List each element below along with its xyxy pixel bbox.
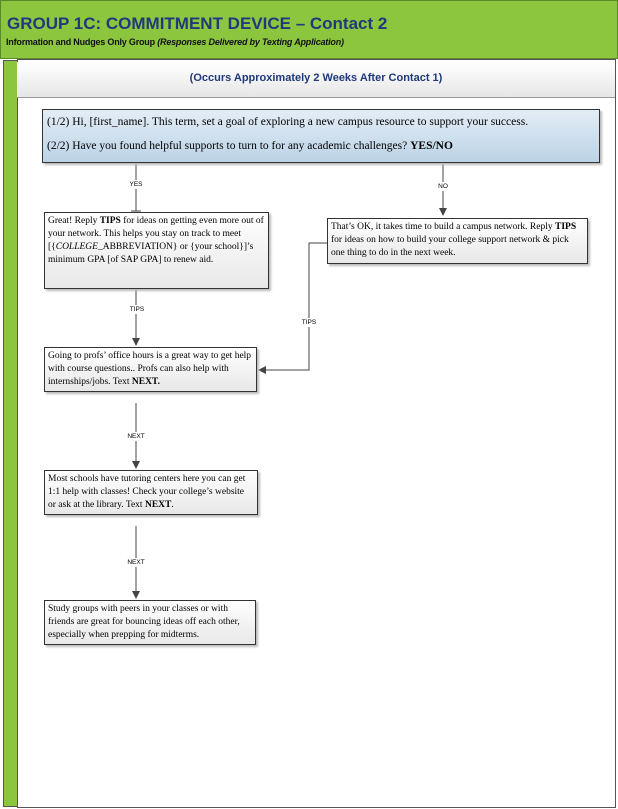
office-hours-keyword: NEXT.	[131, 377, 160, 387]
message-2: (2/2) Have you found helpful supports to…	[47, 139, 595, 153]
header-banner: GROUP 1C: COMMITMENT DEVICE – Contact 2 …	[0, 0, 618, 59]
message-2-reply-options: YES/NO	[410, 140, 453, 152]
page-title: GROUP 1C: COMMITMENT DEVICE – Contact 2	[7, 14, 388, 33]
yes-response-box: Great! Reply TIPS for ideas on getting e…	[44, 212, 269, 289]
page-subtitle: Information and Nudges Only Group (Respo…	[6, 37, 344, 47]
yes-text-italic: COLLEGE	[55, 242, 98, 252]
next-label-1: NEXT	[127, 432, 145, 441]
study-groups-box: Study groups with peers in your classes …	[44, 600, 256, 645]
no-text-1: That’s OK, it takes time to build a camp…	[331, 222, 556, 232]
tutoring-text: Most schools have tutoring centers here …	[48, 474, 246, 510]
office-hours-text: Going to profs’ office hours is a great …	[48, 351, 252, 387]
office-hours-box: Going to profs’ office hours is a great …	[44, 347, 257, 392]
no-response-box: That’s OK, it takes time to build a camp…	[327, 218, 588, 264]
timing-band: (Occurs Approximately 2 Weeks After Cont…	[17, 62, 615, 98]
tutoring-keyword: NEXT	[144, 500, 172, 510]
flow-area	[17, 59, 616, 808]
yes-keyword: TIPS	[99, 216, 121, 226]
study-groups-text: Study groups with peers in your classes …	[48, 604, 240, 640]
tutoring-text-end: .	[171, 500, 174, 510]
yes-label: YES	[129, 180, 143, 189]
no-keyword: TIPS	[555, 222, 577, 232]
yes-text-3: _ABBREVIATION} or {your school}]’s minim…	[48, 242, 254, 265]
tips-label-left: TIPS	[129, 305, 145, 314]
next-label-2: NEXT	[127, 558, 145, 567]
tutoring-box: Most schools have tutoring centers here …	[44, 470, 258, 515]
yes-text-1: Great! Reply	[48, 216, 100, 226]
message-1: (1/2) Hi, [first_name]. This term, set a…	[47, 116, 529, 128]
timing-text: (Occurs Approximately 2 Weeks After Cont…	[189, 72, 443, 84]
no-text-2: for ideas on how to build your college s…	[331, 235, 569, 258]
tips-connector-right	[258, 242, 327, 374]
yes-text-2: for ideas on getting even more out of yo…	[48, 216, 264, 252]
start-message-box: (1/2) Hi, [first_name]. This term, set a…	[42, 109, 600, 163]
tips-label-right: TIPS	[301, 318, 317, 327]
message-2-text: (2/2) Have you found helpful supports to…	[47, 140, 411, 152]
no-label: NO	[438, 182, 448, 191]
